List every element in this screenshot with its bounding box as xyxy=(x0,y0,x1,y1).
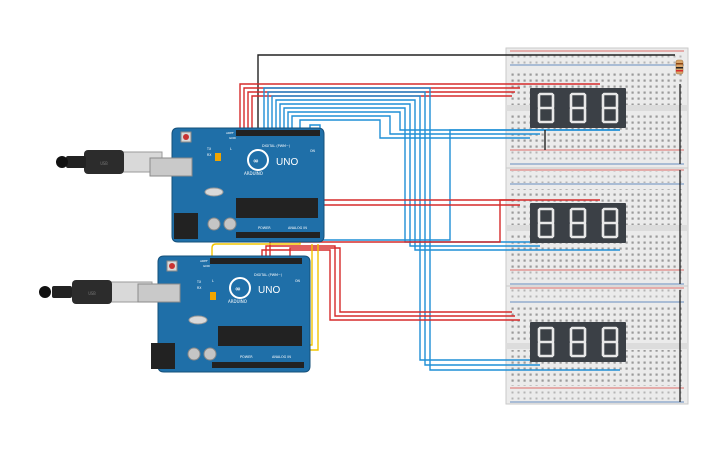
digital-header-label: DIGITAL (PWM~) xyxy=(254,273,283,277)
arduino-uno-upper[interactable]: USB ∞ UNO ARDUINO DIGITAL (PWM~) POWER A… xyxy=(56,127,325,243)
svg-text:USB: USB xyxy=(88,291,96,296)
digit xyxy=(601,326,619,358)
arduino-logo-icon xyxy=(247,149,269,171)
digital-header xyxy=(236,130,320,136)
digital-header-label: DIGITAL (PWM~) xyxy=(262,144,291,148)
seven-segment-display-3[interactable] xyxy=(530,322,626,362)
on-label: ON xyxy=(310,149,316,153)
usb-cable-upper[interactable]: USB xyxy=(56,150,163,174)
rx-label: RX xyxy=(207,153,212,157)
power-label: POWER xyxy=(258,226,271,230)
analog-in-label: ANALOG IN xyxy=(272,355,291,359)
board-brand-label: ARDUINO xyxy=(244,171,263,176)
on-label: ON xyxy=(295,279,301,283)
digit xyxy=(537,92,555,124)
gnd-label: GND xyxy=(229,136,237,140)
arduino-logo-icon xyxy=(229,277,251,299)
digital-header xyxy=(210,258,302,264)
seven-segment-display-1[interactable] xyxy=(530,88,626,128)
power-label: POWER xyxy=(240,355,253,359)
arduino-uno-lower[interactable]: USB ∞ UNO ARDUINO DIGITAL (PWM~) POWER A… xyxy=(39,255,311,373)
atmega-chip xyxy=(236,198,318,218)
svg-text:USB: USB xyxy=(100,161,108,166)
digit xyxy=(601,207,619,239)
digit xyxy=(569,207,587,239)
seven-segment-display-2[interactable] xyxy=(530,203,626,243)
aref-label: AREF xyxy=(200,259,208,263)
power-analog-header xyxy=(212,362,304,368)
digit xyxy=(569,92,587,124)
digit xyxy=(601,92,619,124)
l-label: L xyxy=(212,279,214,283)
board-brand-label: ARDUINO xyxy=(228,299,247,304)
digit xyxy=(569,326,587,358)
svg-text:∞: ∞ xyxy=(235,285,241,293)
power-analog-header xyxy=(236,232,320,238)
power-jack xyxy=(174,213,198,239)
l-label: L xyxy=(230,147,232,151)
atmega-chip xyxy=(218,326,302,346)
analog-in-label: ANALOG IN xyxy=(288,226,307,230)
board-model-label: UNO xyxy=(258,285,280,296)
tx-label: TX xyxy=(206,147,212,151)
aref-label: AREF xyxy=(226,131,234,135)
board-model-label: UNO xyxy=(276,157,298,168)
usb-cable-lower[interactable]: USB xyxy=(39,280,153,304)
usb-port xyxy=(149,157,193,177)
tx-led xyxy=(210,292,216,300)
rx-label: RX xyxy=(197,286,202,290)
power-jack xyxy=(151,343,175,369)
tx-label: TX xyxy=(196,280,202,284)
digit xyxy=(537,326,555,358)
digit xyxy=(537,207,555,239)
gnd-label: GND xyxy=(203,264,211,268)
usb-port xyxy=(137,283,181,303)
tx-led xyxy=(215,153,221,161)
resistor[interactable] xyxy=(675,59,684,75)
svg-text:∞: ∞ xyxy=(253,157,259,165)
